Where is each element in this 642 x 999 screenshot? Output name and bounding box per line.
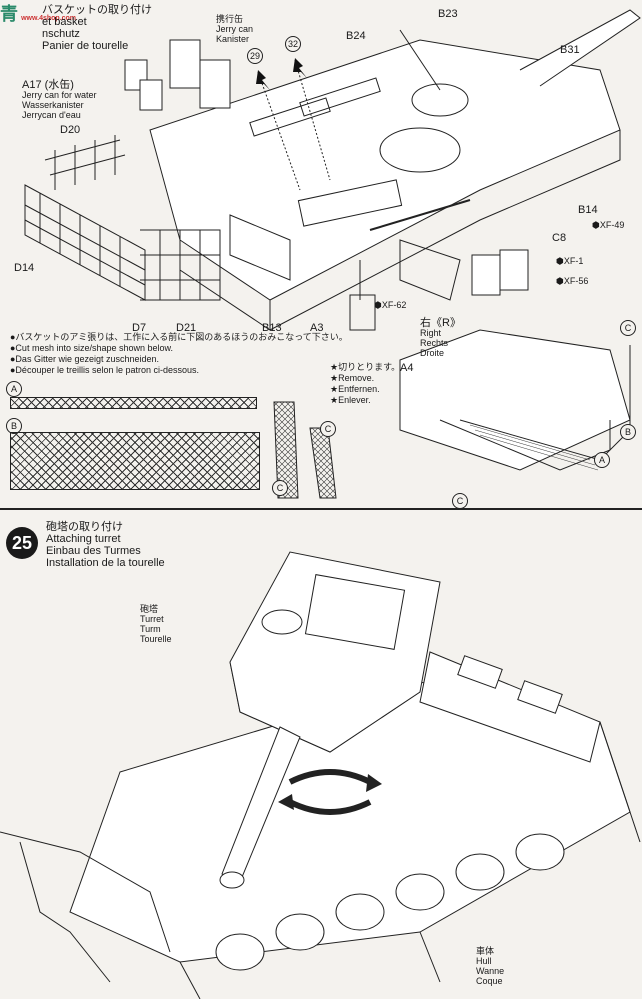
hex-icon: ⬢ xyxy=(556,276,564,286)
turret-label: 砲塔 Turret Turm Tourelle xyxy=(140,604,172,644)
mesh-template-a xyxy=(10,397,257,409)
part-b23: B23 xyxy=(438,8,458,20)
step24-title: バスケットの取り付け et basket nschutz Panier de t… xyxy=(42,4,152,52)
part-d20: D20 xyxy=(60,124,81,136)
part-a4: A4 xyxy=(400,362,414,374)
hull-label: 車体 Hull Wanne Coque xyxy=(476,946,505,986)
part-d7: D7 xyxy=(132,322,147,334)
step-ref-32: 32 xyxy=(285,36,301,52)
paint-xf62: ⬢XF-62 xyxy=(374,300,407,310)
marker-a: A xyxy=(6,381,22,397)
mesh-template-c xyxy=(273,401,337,499)
marker-b-hull: B xyxy=(620,424,636,440)
a17-label: A17 (水缶) Jerry can for water Wasserkanis… xyxy=(22,79,97,121)
step24-illustration xyxy=(24,9,641,471)
mesh-instructions: ●バスケットのアミ張りは、工作に入る前に下図のあるほうのおみこなって下さい。 ●… xyxy=(10,332,348,375)
right-label: 右《R》 Right Rechts Droite xyxy=(420,317,461,359)
part-d21: D21 xyxy=(176,322,197,334)
step25-illustration xyxy=(0,551,641,999)
part-b13: B13 xyxy=(262,322,282,334)
paint-xf1: ⬢XF-1 xyxy=(556,256,584,266)
paint-xf49: ⬢XF-49 xyxy=(592,220,625,230)
watermark: 青 www.4shop.com xyxy=(0,4,77,24)
part-d14: D14 xyxy=(14,262,35,274)
hex-icon: ⬢ xyxy=(374,300,382,310)
part-b14: B14 xyxy=(578,204,598,216)
part-b24: B24 xyxy=(346,30,366,42)
jerry-can-label: 携行缶 Jerry can Kanister xyxy=(216,14,254,44)
paint-xf56: ⬢XF-56 xyxy=(556,276,589,286)
marker-a-hull: A xyxy=(594,452,610,468)
mesh-template-b xyxy=(10,432,260,490)
marker-c-hull-bottom: C xyxy=(452,493,468,509)
marker-c-right: C xyxy=(320,421,336,437)
step-number-25: 25 xyxy=(6,527,38,559)
step25-title: 砲塔の取り付け Attaching turret Einbau des Turm… xyxy=(46,521,165,569)
hex-icon: ⬢ xyxy=(556,256,564,266)
step-ref-29: 29 xyxy=(247,48,263,64)
section-divider xyxy=(0,508,642,510)
hex-icon: ⬢ xyxy=(592,220,600,230)
part-c8: C8 xyxy=(552,232,567,244)
marker-c-hull-top: C xyxy=(620,320,636,336)
marker-c-left: C xyxy=(272,480,288,496)
part-a3: A3 xyxy=(310,322,324,334)
part-b31: B31 xyxy=(560,44,580,56)
remove-note: ★切りとります。 ★Remove. ★Entfernen. ★Enlever. xyxy=(330,362,401,405)
